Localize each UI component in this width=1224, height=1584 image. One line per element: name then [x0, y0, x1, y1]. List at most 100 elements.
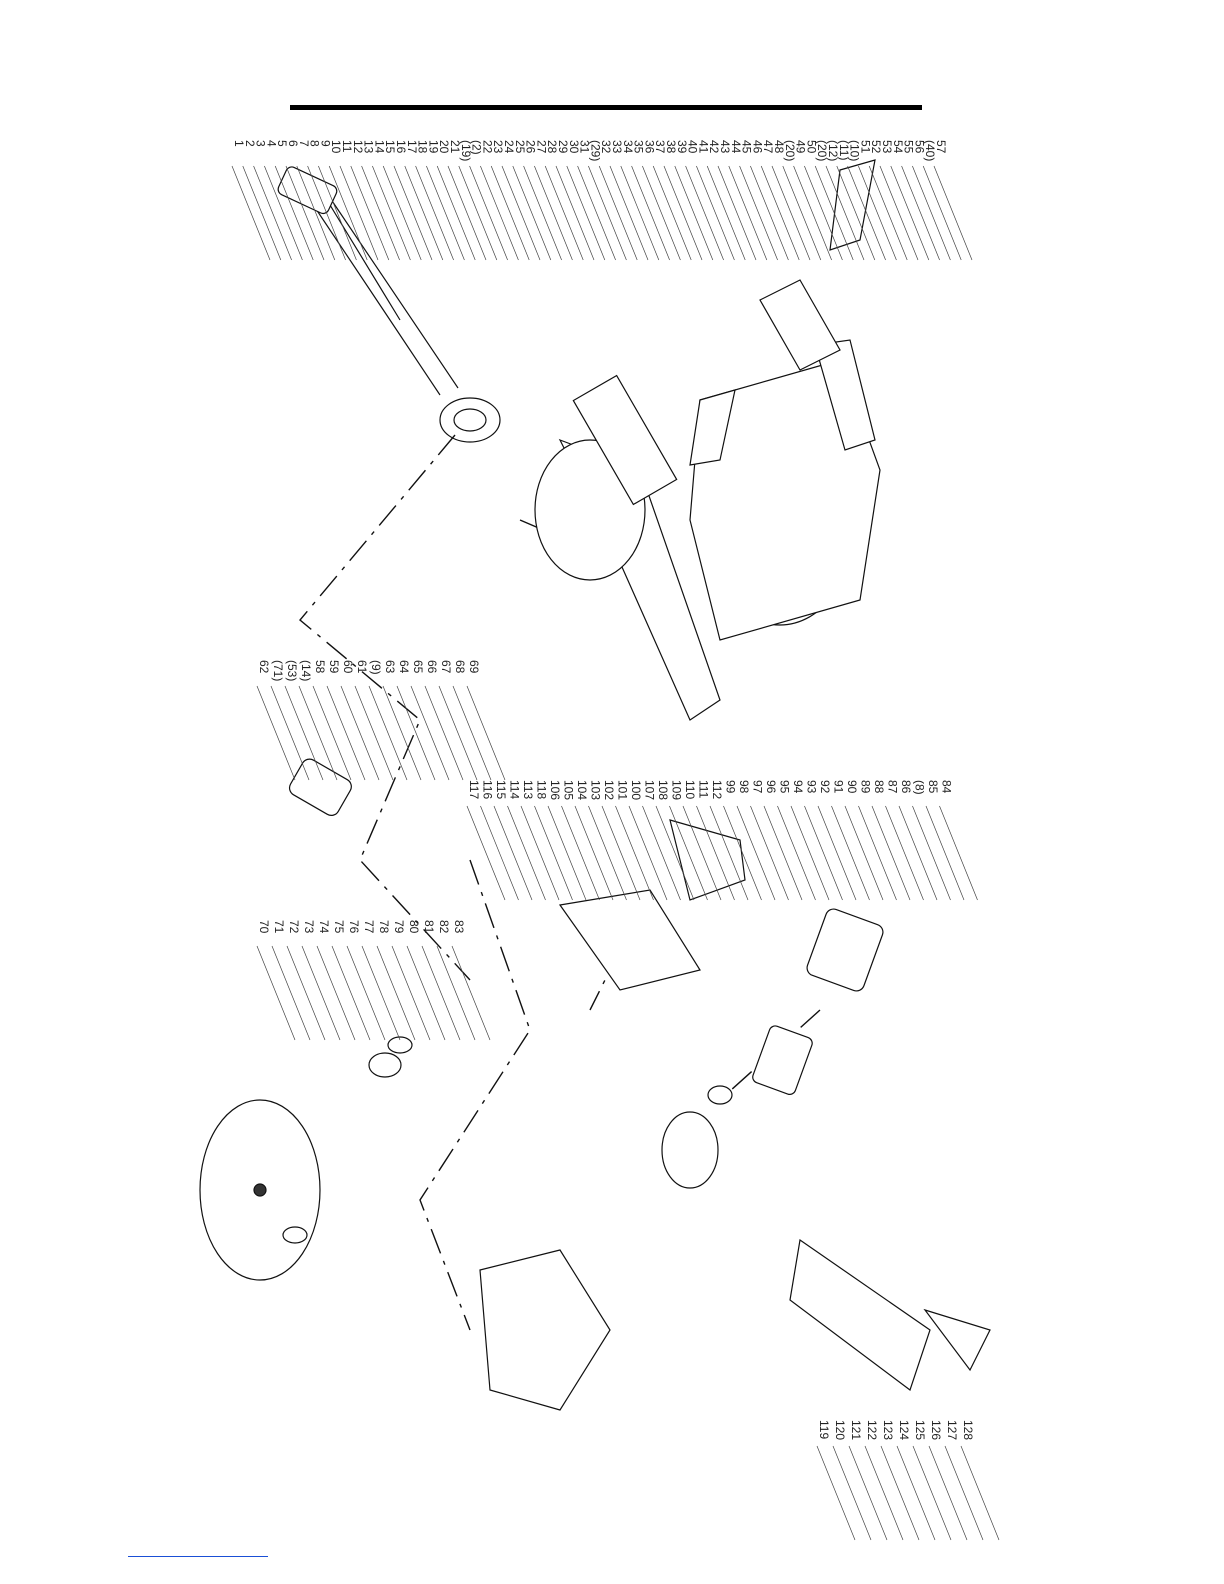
callout-number: 55: [902, 140, 916, 154]
callout-motor-17: 111: [696, 780, 735, 901]
callout-number: (71): [271, 660, 285, 681]
callout-number: 9: [318, 140, 332, 147]
callout-leader-line: [301, 945, 341, 1041]
callout-number: 38: [664, 140, 678, 154]
callout-motor-13: 107: [642, 780, 681, 901]
callout-number: 33: [610, 140, 624, 154]
callout-number: (19): [459, 140, 473, 161]
callout-motor-20: 98: [736, 780, 776, 901]
callout-slide-0: 62: [256, 660, 296, 781]
callout-leader-line: [642, 165, 681, 261]
callout-number: 31: [578, 140, 592, 154]
callout-motor-21: 97: [750, 780, 789, 901]
callout-top_arm-19: 20: [436, 140, 476, 261]
callout-number: 67: [439, 660, 453, 674]
callout-leader-line: [361, 945, 401, 1041]
callout-head-7: 77: [361, 920, 401, 1041]
callout-number: (12): [826, 140, 840, 161]
callout-slide-14: 68: [452, 660, 492, 781]
callout-top_arm-52: 49: [793, 140, 832, 261]
callout-leader-line: [577, 165, 616, 261]
callout-leader-line: [271, 945, 311, 1041]
callout-leader-line: [620, 165, 660, 261]
callout-slide-12: 66: [424, 660, 464, 781]
callout-number: 61: [355, 660, 369, 674]
callout-motor-3: 114: [507, 780, 546, 901]
callout-number: 34: [621, 140, 635, 154]
callout-top_arm-41: 39: [674, 140, 714, 261]
callout-guard-3: 122: [864, 1420, 904, 1541]
callout-leader-line: [736, 805, 776, 901]
callout-number: 8: [308, 140, 322, 147]
callout-number: 69: [467, 660, 481, 674]
callout-head-5: 75: [331, 920, 371, 1041]
callout-top_arm-61: 54: [890, 140, 930, 261]
callout-top_arm-30: 29: [555, 140, 595, 261]
callout-top_arm-13: 14: [372, 140, 411, 261]
callout-number: 113: [521, 780, 535, 799]
callout-leader-line: [447, 165, 487, 261]
callout-number: 117: [467, 780, 481, 799]
callout-top_arm-5: 6: [285, 140, 325, 261]
callout-number: 16: [394, 140, 408, 154]
callout-top_arm-58: 51: [858, 140, 897, 261]
callout-head-0: 70: [256, 920, 296, 1041]
callout-top_arm-63: 56: [912, 140, 951, 261]
callout-motor-34: 85: [925, 780, 965, 901]
callout-number: 45: [740, 140, 754, 154]
callout-leader-line: [790, 805, 830, 901]
callout-number: 17: [405, 140, 419, 154]
callout-leader-line: [912, 805, 951, 901]
callout-slide-15: 69: [466, 660, 506, 781]
callout-number: 2: [243, 140, 257, 147]
callout-leader-line: [372, 165, 411, 261]
callout-leader-line: [858, 165, 897, 261]
callout-leader-line: [318, 165, 357, 261]
callout-leader-line: [242, 165, 282, 261]
callout-slide-8: (9): [368, 660, 408, 781]
callout-top_arm-55: (12): [825, 140, 865, 261]
callout-number: 121: [849, 1420, 863, 1440]
callout-head-10: 80: [406, 920, 446, 1041]
callout-head-3: 73: [301, 920, 341, 1041]
callout-number: 76: [347, 920, 361, 934]
callout-top_arm-8: 9: [318, 140, 357, 261]
callout-number: 32: [599, 140, 613, 154]
callout-number: 115: [494, 780, 508, 799]
callout-leader-line: [912, 1445, 952, 1541]
callout-number: 95: [778, 780, 792, 794]
callout-number: 80: [407, 920, 421, 934]
callout-top_arm-3: 4: [264, 140, 303, 261]
callout-number: 20: [437, 140, 451, 154]
callout-guard-0: 119: [816, 1420, 856, 1541]
callout-number: 52: [869, 140, 883, 154]
callout-leader-line: [256, 685, 296, 781]
callout-leader-line: [555, 165, 595, 261]
callout-number: 51: [858, 140, 872, 154]
callout-number: 120: [833, 1420, 847, 1440]
callout-leader-line: [880, 1445, 920, 1541]
callout-number: 19: [426, 140, 440, 154]
callout-leader-line: [426, 165, 465, 261]
callout-leader-line: [298, 685, 338, 781]
callout-number: 107: [643, 780, 657, 800]
callout-number: 24: [502, 140, 516, 154]
callout-top_arm-9: 10: [328, 140, 368, 261]
handle: [558, 819, 746, 991]
callout-number: (53): [285, 660, 299, 681]
callout-leader-line: [534, 805, 573, 901]
callout-leader-line: [685, 165, 724, 261]
callout-motor-10: 102: [601, 780, 641, 901]
callout-top_arm-62: 55: [901, 140, 940, 261]
callout-leader-line: [231, 165, 271, 261]
callout-number: 57: [934, 140, 948, 154]
callout-number: 75: [332, 920, 346, 934]
callout-top_arm-45: 43: [717, 140, 757, 261]
callout-number: (2): [470, 140, 484, 155]
callout-top_arm-48: 46: [750, 140, 789, 261]
callout-leader-line: [750, 165, 789, 261]
callout-leader-line: [480, 165, 519, 261]
callout-leader-line: [615, 805, 654, 901]
callout-top_arm-10: 11: [339, 140, 379, 261]
